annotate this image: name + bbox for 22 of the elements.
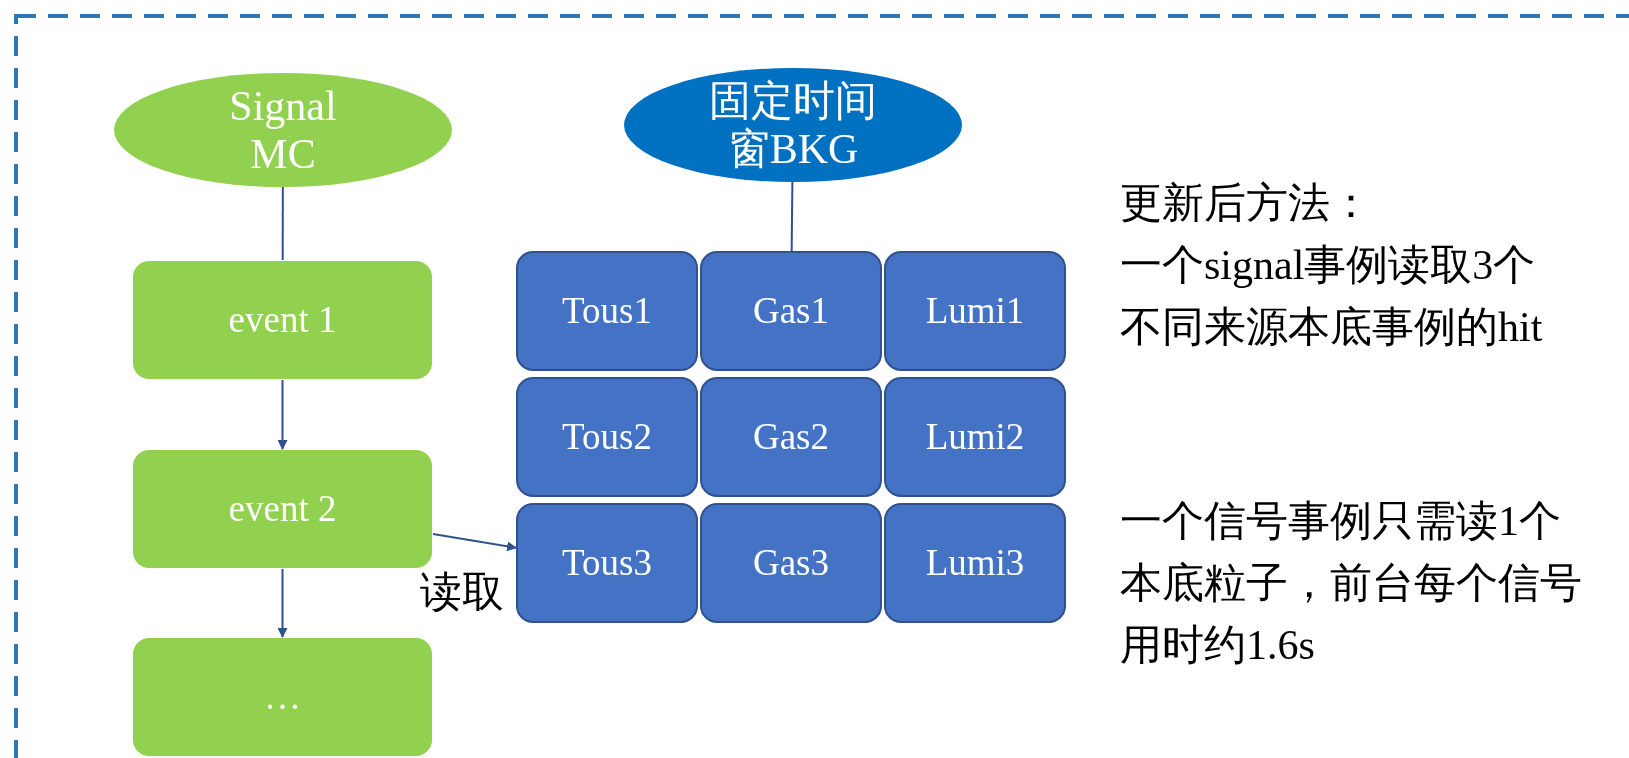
event-box: event 2 bbox=[132, 449, 433, 569]
note-text: 一个信号事例只需读1个本底粒子，前台每个信号用时约1.6s bbox=[1120, 497, 1583, 670]
source-ellipse: Signal MC bbox=[114, 73, 452, 187]
note-text: 更新后方法： bbox=[1120, 179, 1373, 228]
event-box: event 1 bbox=[132, 260, 433, 380]
background-box: Lumi1 bbox=[884, 251, 1066, 371]
connector-line bbox=[790, 181, 794, 252]
background-box: Tous2 bbox=[516, 377, 698, 497]
background-box: Lumi2 bbox=[884, 377, 1066, 497]
event-box: … bbox=[132, 637, 433, 757]
background-box: Tous3 bbox=[516, 503, 698, 623]
background-box: Gas2 bbox=[700, 377, 882, 497]
note-text: 一个signal事例读取3个不同来源本底事例的hit bbox=[1120, 241, 1544, 352]
background-box: Lumi3 bbox=[884, 503, 1066, 623]
arrow bbox=[277, 379, 288, 450]
source-ellipse: 固定时间窗BKG bbox=[624, 68, 962, 182]
background-box: Tous1 bbox=[516, 251, 698, 371]
arrow bbox=[432, 533, 517, 552]
background-box: Gas1 bbox=[700, 251, 882, 371]
connector-line bbox=[281, 186, 284, 261]
arrow bbox=[277, 568, 288, 638]
background-box: Gas3 bbox=[700, 503, 882, 623]
